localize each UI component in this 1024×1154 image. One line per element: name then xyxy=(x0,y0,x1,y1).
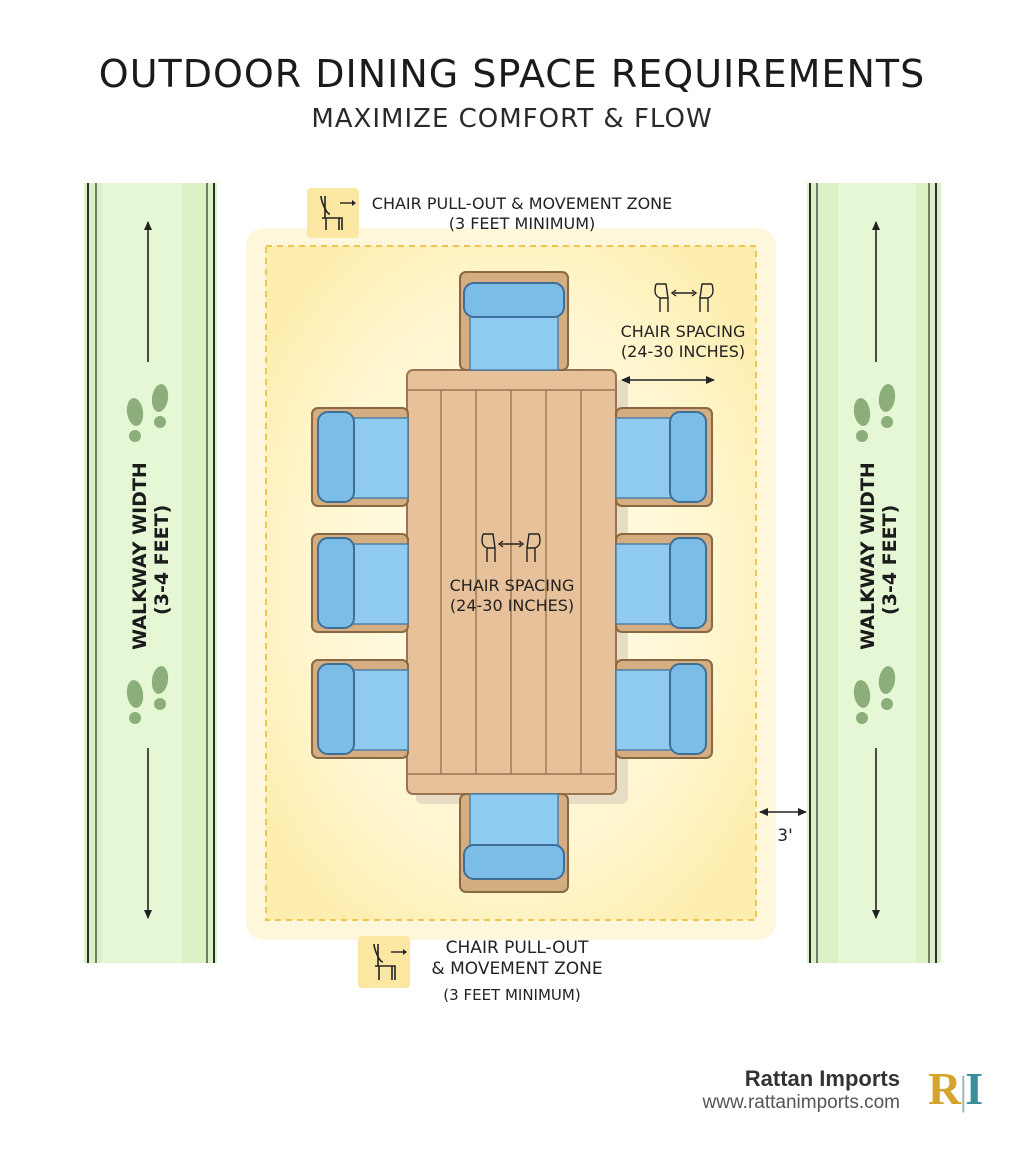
right-walkway xyxy=(807,183,941,963)
zone-label-bottom: CHAIR PULL-OUT & MOVEMENT ZONE xyxy=(412,938,622,981)
chair-spacing-label-right: CHAIR SPACING (24-30 INCHES) xyxy=(610,322,756,362)
zone-label-top-line2: (3 FEET MINIMUM) xyxy=(448,214,596,233)
walkway-label-left: WALKWAY WIDTH (3-4 FEET) xyxy=(129,462,174,650)
chair-right-1 xyxy=(615,407,713,507)
zone-label-bottom-line1: CHAIR PULL-OUT xyxy=(445,938,589,958)
page-title: OUTDOOR DINING SPACE REQUIREMENTS xyxy=(98,52,926,96)
chair-left-2 xyxy=(311,533,409,633)
chair-spacing-table-line2: (24-30 INCHES) xyxy=(449,596,575,615)
clearance-label: 3' xyxy=(777,826,793,846)
chair-spacing-table-line1: CHAIR SPACING xyxy=(449,576,575,595)
walkway-right-line2: (3-4 FEET) xyxy=(879,504,901,615)
brand-logo: R|I xyxy=(928,1062,983,1115)
chair-right-2 xyxy=(615,533,713,633)
left-walkway xyxy=(84,183,217,963)
chair-spacing-icon xyxy=(481,533,541,562)
chair-spacing-icon xyxy=(654,283,714,312)
zone-label-bottom-line3: (3 FEET MINIMUM) xyxy=(443,986,581,1004)
chair-head-bottom xyxy=(459,793,569,893)
walkway-label-right: WALKWAY WIDTH (3-4 FEET) xyxy=(857,462,902,650)
footprint-icon xyxy=(853,384,896,442)
zone-label-top-line1: CHAIR PULL-OUT & MOVEMENT ZONE xyxy=(371,194,673,213)
logo-letter-r: R xyxy=(928,1063,961,1114)
chair-left-3 xyxy=(311,659,409,759)
dining-table xyxy=(406,369,617,795)
zone-label-top: CHAIR PULL-OUT & MOVEMENT ZONE (3 FEET M… xyxy=(352,194,692,234)
brand-url[interactable]: www.rattanimports.com xyxy=(702,1092,900,1113)
walkway-right-line1: WALKWAY WIDTH xyxy=(857,462,880,650)
footprint-icon xyxy=(853,666,896,724)
chair-spacing-right-line1: CHAIR SPACING xyxy=(620,322,746,341)
chair-right-3 xyxy=(615,659,713,759)
logo-letter-i: I xyxy=(965,1063,983,1114)
logo-divider: | xyxy=(959,1068,967,1113)
chair-pullout-icon xyxy=(307,188,359,238)
chair-spacing-label-table: CHAIR SPACING (24-30 INCHES) xyxy=(432,576,592,616)
footprint-icon xyxy=(126,666,169,724)
chair-head-top xyxy=(459,271,569,371)
footprint-icon xyxy=(126,384,169,442)
page-subtitle: MAXIMIZE COMFORT & FLOW xyxy=(311,104,713,134)
walkway-left-line1: WALKWAY WIDTH xyxy=(129,462,152,650)
chair-left-1 xyxy=(311,407,409,507)
walkway-left-line2: (3-4 FEET) xyxy=(151,504,173,615)
brand-name: Rattan Imports xyxy=(744,1066,900,1091)
chair-pullout-icon xyxy=(358,936,410,988)
chair-spacing-right-line2: (24-30 INCHES) xyxy=(620,342,746,361)
zone-label-bottom-line2: & MOVEMENT ZONE xyxy=(431,959,603,980)
